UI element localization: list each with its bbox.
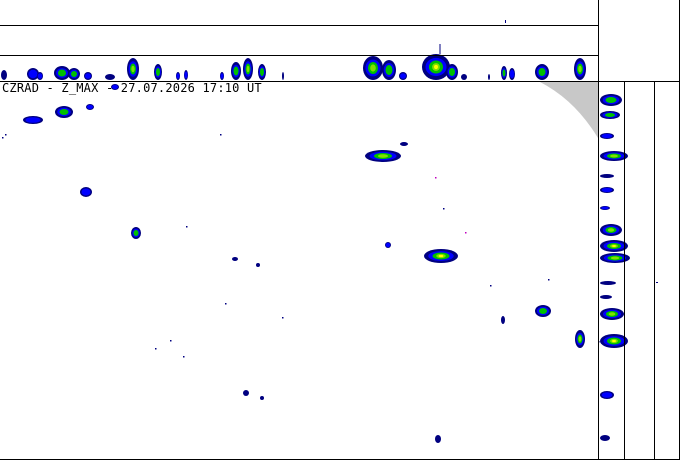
radar-echo [246, 65, 250, 73]
radar-echo [600, 281, 616, 285]
radar-echo [443, 208, 445, 210]
radar-echo [112, 84, 118, 90]
radar-echo [282, 317, 284, 319]
radar-echo [105, 74, 115, 80]
radar-echo [131, 65, 135, 73]
radar-echo [2, 137, 4, 139]
radar-echo [233, 66, 239, 76]
radar-echo [605, 97, 617, 103]
radar-echo [85, 73, 91, 79]
radar-echo [435, 177, 437, 179]
radar-echo [87, 104, 93, 110]
radar-echo [260, 396, 264, 400]
radar-echo [601, 187, 613, 193]
radar-echo [461, 74, 467, 80]
radar-echo [465, 232, 467, 234]
radar-echo [490, 285, 492, 287]
radar-echo [81, 188, 91, 196]
radar-echo [509, 69, 515, 79]
radar-echo [435, 435, 441, 443]
radar-echo [578, 336, 582, 342]
radar-echo [183, 356, 185, 358]
radar-echo [59, 109, 69, 115]
radar-echo [28, 69, 38, 79]
radar-echo [607, 228, 615, 232]
radar-echo [501, 316, 505, 324]
echo-layer [1, 20, 658, 443]
radar-echo [133, 230, 139, 236]
radar-echo [600, 295, 612, 299]
radar-echo [256, 263, 260, 267]
radar-echo [434, 64, 438, 70]
radar-echo [71, 71, 77, 77]
radar-echo [243, 390, 249, 396]
radar-echo [656, 282, 658, 283]
radar-echo [5, 134, 7, 136]
radar-echo [605, 113, 615, 117]
radar-echo [385, 242, 391, 248]
radar-echo [612, 245, 616, 247]
radar-echo [37, 73, 43, 79]
radar-echo [601, 206, 609, 210]
radar-echo [601, 133, 613, 139]
radar-echo [608, 312, 616, 316]
radar-echo [170, 340, 172, 342]
radar-echo [600, 435, 610, 441]
radar-echo [282, 72, 284, 80]
radar-echo [370, 64, 376, 72]
radar-echo [502, 69, 506, 77]
radar-echo [1, 70, 7, 80]
radar-echo [439, 44, 441, 54]
radar-echo [220, 73, 224, 79]
radar-echo [25, 117, 41, 123]
radar-echo [220, 134, 222, 136]
radar-echo [186, 226, 188, 228]
radar-echo [438, 254, 444, 258]
radar-echo [156, 68, 160, 76]
radar-echo [578, 65, 582, 73]
radar-echo [548, 279, 550, 281]
radar-echo [225, 303, 227, 305]
radar-echo [610, 154, 618, 158]
radar-echo [232, 257, 238, 261]
radar-echo [601, 392, 613, 398]
radar-echo [449, 68, 455, 76]
radar-echo [176, 73, 180, 79]
radar-echo [610, 256, 620, 260]
radar-echo [385, 65, 393, 75]
radar-echo [600, 174, 614, 178]
radar-echo [400, 142, 408, 146]
radar-echo [58, 69, 66, 77]
radar-echo [260, 68, 264, 76]
radar-echo [612, 339, 616, 343]
radar-echo [488, 74, 490, 80]
radar-echo [539, 308, 547, 314]
radar-echo [377, 154, 389, 158]
radar-echo [505, 20, 506, 23]
radar-echo [400, 73, 406, 79]
radar-echo [155, 348, 157, 350]
radar-echo [538, 68, 546, 76]
no-coverage-area [540, 82, 598, 138]
product-caption: CZRAD - Z_MAX - 27.07.2026 17:10 UT [2, 81, 262, 95]
radar-echo [184, 71, 188, 79]
